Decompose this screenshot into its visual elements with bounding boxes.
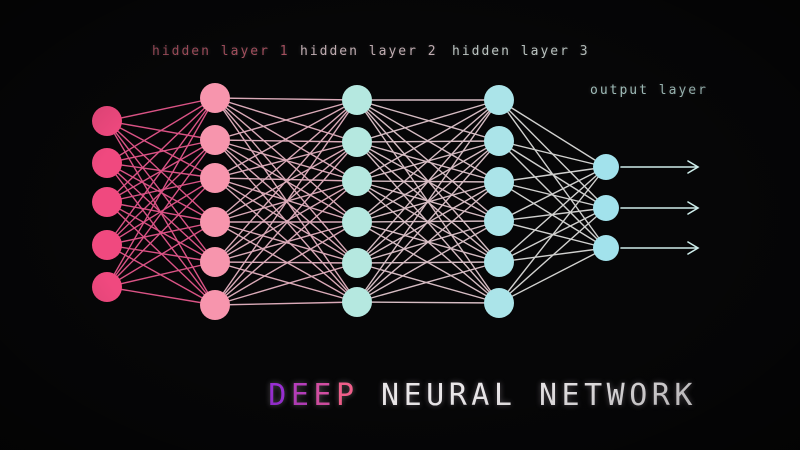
neuron-node (484, 206, 514, 236)
label-hidden-layer-3: hidden layer 3 (452, 44, 590, 59)
neuron-node (200, 125, 230, 155)
neuron-node (484, 167, 514, 197)
label-hidden-layer-1: hidden layer 1 (152, 44, 290, 59)
neuron-node (342, 248, 372, 278)
title-accent-word: DEEP (268, 378, 358, 413)
neuron-node (200, 290, 230, 320)
neuron-node (342, 287, 372, 317)
layer-0-nodes (92, 106, 122, 302)
title-accent-letter: P (335, 378, 359, 413)
output-arrows (620, 160, 700, 255)
neuron-node (200, 207, 230, 237)
title-rest: NEURAL NETWORK (358, 378, 697, 413)
layer-1-nodes (200, 83, 230, 320)
connections-2 (356, 99, 500, 304)
title-accent-letter: E (313, 378, 336, 413)
connections-0 (106, 97, 216, 306)
neuron-node (593, 154, 619, 180)
layer-3-nodes (484, 85, 514, 318)
neuron-node (484, 288, 514, 318)
neuron-node (342, 207, 372, 237)
neuron-node (92, 230, 122, 260)
neuron-node (484, 247, 514, 277)
connections-1 (214, 97, 358, 306)
label-hidden-layer-2: hidden layer 2 (300, 44, 438, 59)
label-output-layer: output layer (590, 83, 708, 98)
arrow-head-icon (687, 241, 700, 255)
neuron-node (342, 127, 372, 157)
neuron-node (593, 195, 619, 221)
neuron-node (92, 272, 122, 302)
neuron-node (593, 235, 619, 261)
neuron-node (92, 106, 122, 136)
neuron-node (484, 126, 514, 156)
connections-3 (498, 99, 607, 304)
neuron-node (92, 148, 122, 178)
arrow-head-icon (687, 201, 700, 215)
neuron-node (200, 247, 230, 277)
neuron-node (342, 85, 372, 115)
neuron-node (200, 83, 230, 113)
neuron-node (484, 85, 514, 115)
title-accent-letter: E (290, 378, 314, 413)
layer-2-nodes (342, 85, 372, 317)
neuron-node (92, 187, 122, 217)
title-accent-letter: D (268, 378, 291, 413)
neuron-node (342, 166, 372, 196)
neuron-node (200, 163, 230, 193)
arrow-head-icon (687, 160, 700, 174)
layer-4-nodes (593, 154, 619, 261)
page-title: DEEP NEURAL NETWORK (178, 343, 697, 448)
